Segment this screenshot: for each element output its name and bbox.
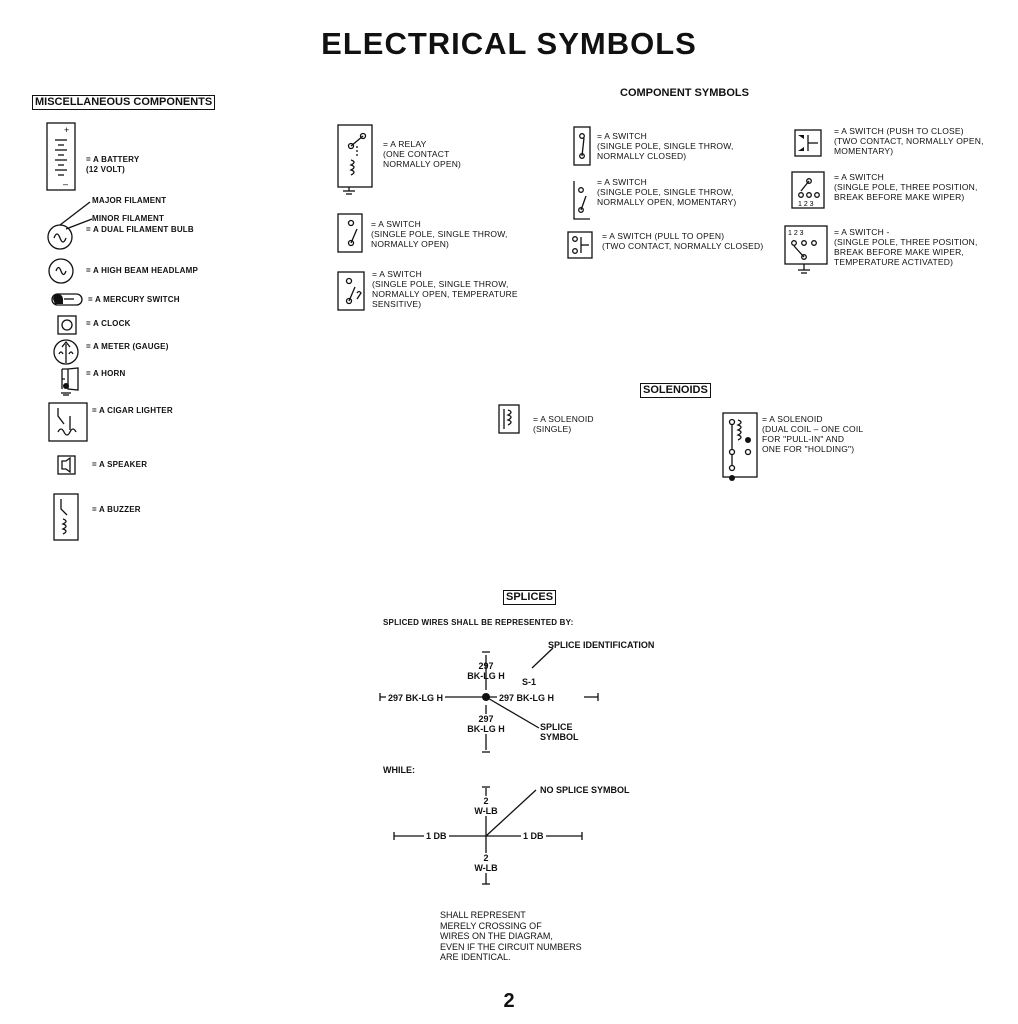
headlamp-label: = A HIGH BEAM HEADLAMP: [86, 266, 199, 275]
misc-components-header: MISCELLANEOUS COMPONENTS: [32, 95, 216, 110]
cross-right-label: 1 DB: [521, 831, 546, 841]
splice-identification-label: SPLICE IDENTIFICATION: [548, 640, 655, 650]
dual-bulb-label: = A DUAL FILAMENT BULB: [86, 225, 194, 234]
cross-bottom-label: 2 W-LB: [471, 853, 501, 873]
relay-icon: [337, 124, 373, 195]
switch-normally-open-icon: [337, 213, 363, 253]
splice-top-label: 297 BK-LG H: [467, 661, 505, 681]
switch-three-position-icon: 1 2 3: [791, 171, 825, 209]
switch-normally-closed-icon: [573, 126, 591, 166]
meter-gauge-icon: [53, 339, 79, 365]
switch-no-label: = A SWITCH (SINGLE POLE, SINGLE THROW, N…: [371, 219, 508, 249]
cigar-lighter-icon: [48, 402, 88, 442]
switch-three-temp-label: = A SWITCH - (SINGLE POLE, THREE POSITIO…: [834, 227, 978, 267]
switch-three-position-temp-icon: 1 2 3: [784, 225, 828, 274]
mercury-switch-icon: [51, 293, 83, 306]
relay-label: = A RELAY (ONE CONTACT NORMALLY OPEN): [383, 139, 462, 169]
major-filament-label: MAJOR FILAMENT: [92, 196, 167, 205]
switch-temp-label: = A SWITCH (SINGLE POLE, SINGLE THROW, N…: [372, 269, 518, 309]
solenoid-dual-label: = A SOLENOID (DUAL COIL – ONE COIL FOR "…: [762, 414, 864, 454]
headlamp-icon: [48, 258, 74, 284]
switch-pull-to-open-icon: [567, 231, 593, 259]
splice-symbol-label: SPLICE SYMBOL: [540, 722, 579, 742]
dual-filament-bulb-icon: [47, 201, 93, 250]
meter-label: = A METER (GAUGE): [86, 342, 169, 351]
buzzer-label: = A BUZZER: [92, 505, 141, 514]
solenoid-dual-coil-icon: [722, 412, 758, 481]
svg-text:1 2 3: 1 2 3: [788, 230, 804, 237]
cross-left-label: 1 DB: [424, 831, 449, 841]
switch-nc-label: = A SWITCH (SINGLE POLE, SINGLE THROW, N…: [597, 131, 734, 161]
switch-momentary-icon: [573, 181, 590, 220]
minor-filament-label: MINOR FILAMENT: [92, 214, 165, 223]
buzzer-icon: [53, 493, 79, 541]
cigar-lighter-label: = A CIGAR LIGHTER: [92, 406, 173, 415]
switch-temperature-icon: [337, 271, 365, 311]
component-symbols-header: COMPONENT SYMBOLS: [620, 87, 749, 99]
switch-pull-label: = A SWITCH (PULL TO OPEN) (TWO CONTACT, …: [602, 231, 764, 251]
cross-top-label: 2 W-LB: [471, 796, 501, 816]
horn-icon: [61, 367, 79, 396]
page-title: ELECTRICAL SYMBOLS: [321, 26, 697, 61]
svg-text:1 2 3: 1 2 3: [798, 201, 814, 208]
splice-s1-label: S-1: [522, 677, 537, 687]
battery-label: = A BATTERY (12 VOLT): [86, 155, 140, 174]
splice-right-label: 297 BK-LG H: [497, 693, 557, 703]
crossing-note: SHALL REPRESENT MERELY CROSSING OF WIRES…: [440, 910, 582, 962]
while-label: WHILE:: [383, 765, 415, 775]
switch-push-label: = A SWITCH (PUSH TO CLOSE) (TWO CONTACT,…: [834, 126, 984, 156]
switch-mom-label: = A SWITCH (SINGLE POLE, SINGLE THROW, N…: [597, 177, 737, 207]
svg-text:–: –: [63, 179, 68, 189]
speaker-icon: [57, 455, 76, 475]
mercury-switch-label: = A MERCURY SWITCH: [88, 295, 180, 304]
solenoids-header: SOLENOIDS: [640, 383, 711, 398]
splice-left-label: 297 BK-LG H: [386, 693, 446, 703]
switch-three-label: = A SWITCH (SINGLE POLE, THREE POSITION,…: [834, 172, 978, 202]
switch-push-to-close-icon: [794, 129, 822, 157]
splices-header: SPLICES: [503, 590, 557, 605]
splice-intro-text: SPLICED WIRES SHALL BE REPRESENTED BY:: [383, 618, 574, 627]
no-splice-symbol-label: NO SPLICE SYMBOL: [540, 785, 630, 795]
page-number: 2: [503, 990, 515, 1012]
clock-label: = A CLOCK: [86, 319, 131, 328]
svg-text:+: +: [64, 125, 69, 135]
clock-icon: [57, 315, 77, 335]
solenoid-single-icon: [498, 404, 520, 434]
horn-label: = A HORN: [86, 369, 126, 378]
splice-bottom-label: 297 BK-LG H: [466, 714, 506, 734]
speaker-label: = A SPEAKER: [92, 460, 148, 469]
battery-icon: + –: [46, 122, 76, 191]
solenoid-single-label: = A SOLENOID (SINGLE): [533, 414, 594, 434]
